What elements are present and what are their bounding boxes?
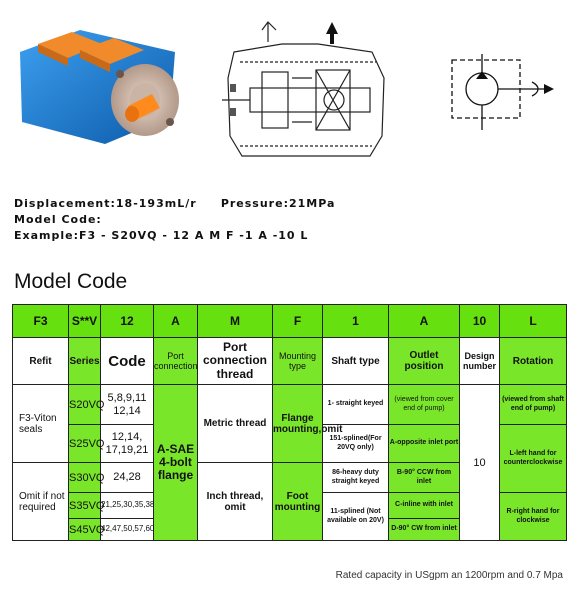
code-cell: 21,25,30,35,38	[100, 492, 154, 519]
cross-section-diagram	[222, 21, 385, 157]
series-cell: S30VQ	[68, 462, 104, 493]
code-thread: M	[197, 304, 273, 338]
header-refit: Refit	[12, 337, 69, 385]
code-outlet: A	[388, 304, 460, 338]
code-cell: 42,47,50,57,60	[100, 518, 154, 541]
outlet-a: A-opposite inlet port	[388, 424, 460, 463]
code-cell: 12,14, 17,19,21	[100, 424, 154, 463]
port-connection-cell: A-SAE 4-bolt flange	[153, 384, 198, 541]
header-design: Design number	[459, 337, 500, 385]
table-row: Omit if not required S30VQ 24,28 Inch th…	[12, 462, 567, 541]
rotation-note: (viewed from shaft end of pump)	[499, 384, 567, 425]
table-row: S45VQ 42,47,50,57,60 D-90° CW from inlet	[13, 518, 567, 541]
thread-metric: Metric thread	[197, 384, 273, 463]
thread-inch: Inch thread, omit	[197, 462, 273, 541]
hydraulic-symbol	[451, 54, 554, 130]
header-row: Refit Series Code Port connection Port c…	[12, 337, 567, 385]
displacement-text: Displacement:18-193mL/r	[14, 197, 197, 210]
shaft-11: 11-splined (Not available on 20V)	[322, 492, 389, 541]
code-cell: 24,28	[100, 462, 154, 493]
table-row: F3-Viton seals S20VQ 5,8,9,11 12,14 A-SA…	[12, 384, 567, 541]
code-rotation: L	[499, 304, 567, 338]
rated-capacity-note: Rated capacity in USgpm an 1200rpm and 0…	[335, 570, 563, 581]
header-port-connection: Port connection	[153, 337, 198, 385]
header-code: Code	[100, 337, 154, 385]
code-cell: 5,8,9,11 12,14	[100, 384, 154, 425]
pump-image	[20, 30, 179, 144]
outlet-c: C-inline with inlet	[388, 492, 460, 519]
outlet-b: B-90° CCW from inlet	[388, 462, 460, 493]
header-series: Series	[68, 337, 101, 385]
section-title: Model Code	[14, 270, 128, 293]
series-cell: S35VQ	[68, 492, 104, 519]
code-shaft: 1	[322, 304, 389, 338]
series-cell: S25VQ	[68, 424, 104, 463]
pressure-text: Pressure:21MPa	[220, 197, 336, 210]
rotation-r: R-right hand for clockwise	[499, 492, 567, 541]
code-series: S**V	[68, 304, 101, 338]
refit-omit: Omit if not required	[12, 462, 69, 541]
series-cell: S45VQ	[68, 518, 104, 541]
table-row: S35VQ 21,25,30,35,38 11-splined (Not ava…	[13, 492, 567, 541]
header-thread: Port connection thread	[197, 337, 273, 385]
code-row: F3 S**V 12 A M F 1 A 10 L	[12, 304, 567, 338]
header-mounting: Mounting type	[272, 337, 323, 385]
header-rotation: Rotation	[499, 337, 567, 385]
model-code-label: Model Code:	[14, 213, 102, 226]
refit-viton: F3-Viton seals	[12, 384, 69, 463]
code-design: 10	[459, 304, 500, 338]
outlet-d: D-90° CW from inlet	[388, 518, 460, 541]
mounting-foot: Foot mounting	[272, 462, 323, 541]
header-shaft: Shaft type	[322, 337, 389, 385]
mounting-flange: Flange mounting,omit	[272, 384, 342, 463]
shaft-86: 86-heavy duty straight keyed	[322, 462, 389, 493]
series-cell: S20VQ	[68, 384, 104, 425]
displacement-pressure-line: Displacement:18-193mL/r Pressure:21MPa	[14, 197, 335, 210]
rotation-l: L-left hand for counterclockwise	[499, 424, 567, 493]
model-code-table: F3 S**V 12 A M F 1 A 10 L Refit Series C…	[12, 304, 567, 541]
example-code: Example:F3 - S20VQ - 12 A M F -1 A -10 L	[14, 229, 309, 242]
shaft-1: 1- straight keyed	[322, 384, 389, 425]
code-code: 12	[100, 304, 154, 338]
code-mounting: F	[272, 304, 323, 338]
design-number-cell: 10	[459, 384, 500, 541]
code-refit: F3	[12, 304, 69, 338]
table-row: S25VQ 12,14, 17,19,21 151-splined(For 20…	[13, 424, 567, 493]
header-outlet: Outlet position	[388, 337, 460, 385]
product-illustrations	[0, 0, 577, 180]
code-port: A	[153, 304, 198, 338]
outlet-note: (viewed from cover end of pump)	[388, 384, 460, 425]
